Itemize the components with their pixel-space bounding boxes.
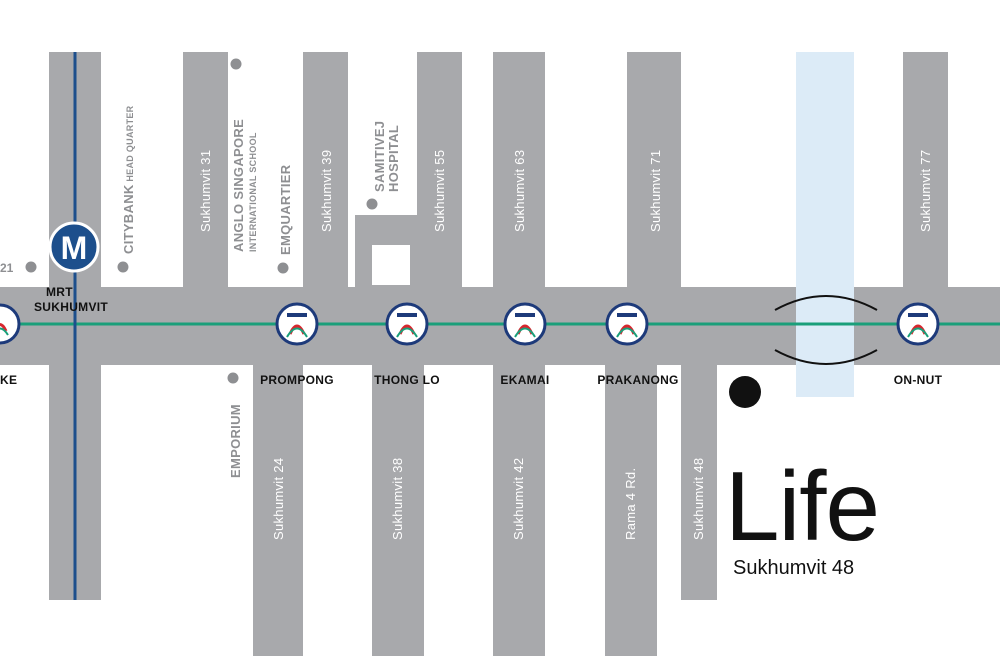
poi-emporium: EMPORIUM <box>228 404 243 478</box>
block-samitivej <box>372 245 410 285</box>
street-label-sukhumvit-42: Sukhumvit 42 <box>511 458 526 540</box>
street-label-sukhumvit-48: Sukhumvit 48 <box>691 458 706 540</box>
street-label-sukhumvit-77: Sukhumvit 77 <box>918 150 933 232</box>
bridge-lower <box>774 349 878 365</box>
brand-subtitle: Sukhumvit 48 <box>733 557 854 579</box>
street-label-sukhumvit-24: Sukhumvit 24 <box>271 458 286 540</box>
road-sukhumvit-38 <box>372 360 424 656</box>
street-label-sukhumvit-31: Sukhumvit 31 <box>198 150 213 232</box>
station-label-on-nut: ON-NUT <box>894 373 943 387</box>
station-label-thong-lo: THONG LO <box>374 373 440 387</box>
street-label-sukhumvit-63: Sukhumvit 63 <box>512 150 527 232</box>
mrt-symbol: M <box>61 230 88 266</box>
road-sukhumvit-42 <box>493 360 545 656</box>
poi-hospital: HOSPITAL <box>386 125 401 192</box>
bts-icon-prakanong <box>605 302 649 346</box>
bts-icon-partial-left <box>0 303 21 345</box>
mrt-label-line1: MRT <box>46 285 73 299</box>
poi-international-school: INTERNATIONAL SCHOOL <box>248 132 258 252</box>
poi-emquartier: EMQUARTIER <box>278 164 293 255</box>
bts-icon-on-nut <box>896 302 940 346</box>
poi-samitivej: SAMITIVEJ <box>372 121 387 192</box>
street-label-sukhumvit-55: Sukhumvit 55 <box>432 150 447 232</box>
station-label-ekamai: EKAMAI <box>500 373 549 387</box>
poi-anglo-singapore: ANGLO SINGAPORE <box>231 119 246 252</box>
station-label-partial: KE <box>0 373 17 387</box>
station-label-prompong: PROMPONG <box>260 373 334 387</box>
poi-citybank: CITYBANK HEAD QUARTER <box>121 105 136 254</box>
poi-dot-citybank <box>117 261 129 273</box>
street-label-sukhumvit-38: Sukhumvit 38 <box>390 458 405 540</box>
road-sukhumvit-31 <box>183 52 228 292</box>
poi-dot-samitivej <box>366 198 378 210</box>
brand-title: Life <box>725 451 879 561</box>
road-sukhumvit-63 <box>493 52 545 292</box>
poi-dot-anglo <box>230 58 242 70</box>
road-sukhumvit-77 <box>903 52 948 292</box>
street-label-sukhumvit-39: Sukhumvit 39 <box>319 150 334 232</box>
station-label-prakanong: PRAKANONG <box>597 373 678 387</box>
road-sukhumvit-55 <box>417 52 462 292</box>
street-label-sukhumvit-71: Sukhumvit 71 <box>648 150 663 232</box>
road-sukhumvit-39 <box>303 52 348 292</box>
poi-dot-emquartier <box>277 262 289 274</box>
bts-icon-ekamai <box>503 302 547 346</box>
road-rama-4 <box>605 360 657 656</box>
bridge-upper <box>774 295 878 311</box>
bts-icon-prompong <box>275 302 319 346</box>
road-sukhumvit-24 <box>253 360 303 656</box>
poi-dot-emporium <box>227 372 239 384</box>
street-label-rama-4: Rama 4 Rd. <box>623 468 638 540</box>
road-sukhumvit-71 <box>627 52 681 292</box>
poi-dot-left <box>25 261 37 273</box>
mrt-icon <box>48 221 100 273</box>
project-location-marker <box>729 376 761 408</box>
street-label-partial-21: 21 <box>0 261 14 275</box>
canal <box>796 52 854 397</box>
bts-icon-thong-lo <box>385 302 429 346</box>
road-sukhumvit-48 <box>681 360 717 600</box>
mrt-label-line2: SUKHUMVIT <box>34 300 108 314</box>
